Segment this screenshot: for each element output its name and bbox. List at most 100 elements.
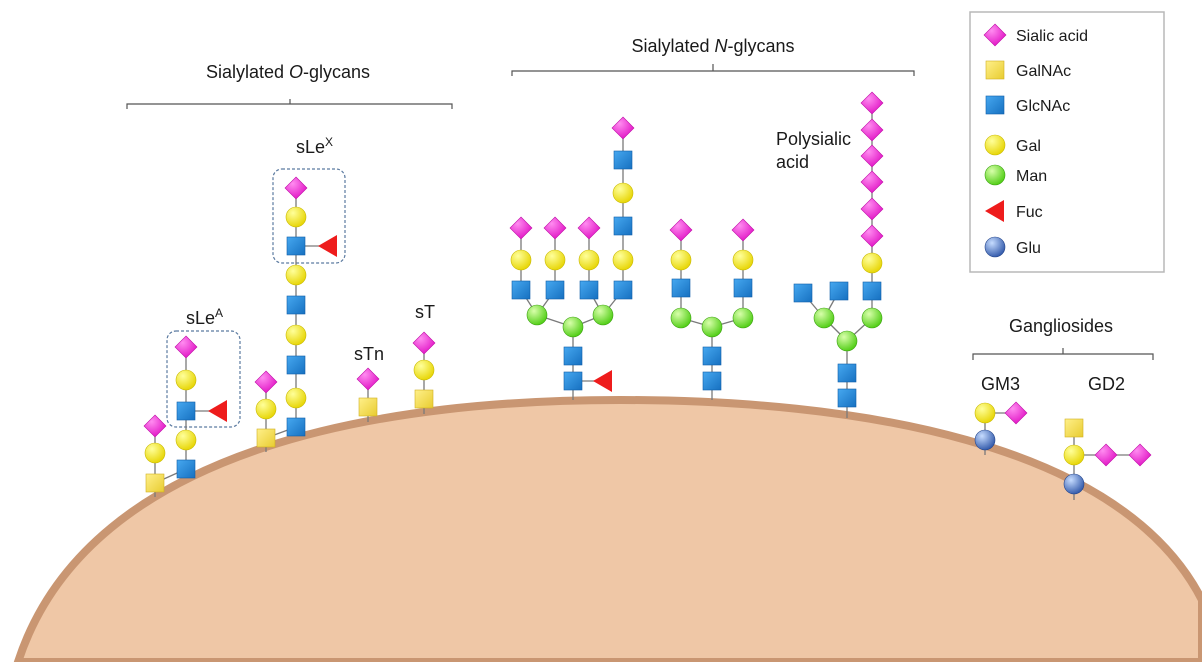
legend-label: Glu (1016, 240, 1041, 257)
gal-icon (286, 207, 306, 227)
gal-icon (176, 430, 196, 450)
sialic-acid-icon (255, 371, 277, 393)
glcnac-icon (986, 96, 1004, 114)
glcnac-icon (830, 282, 848, 300)
legend-label: Man (1016, 168, 1047, 185)
gal-icon (511, 250, 531, 270)
sialic-acid-icon (670, 219, 692, 241)
man-icon (733, 308, 753, 328)
gal-icon (545, 250, 565, 270)
legend-label: Gal (1016, 138, 1041, 155)
glcnac-icon (734, 279, 752, 297)
gal-icon (286, 388, 306, 408)
gal-icon (145, 443, 165, 463)
man-icon (985, 165, 1005, 185)
legend-label: Sialic acid (1016, 28, 1088, 45)
gal-icon (286, 325, 306, 345)
o-glycans-bracket (127, 99, 452, 109)
gal-icon (862, 253, 882, 273)
gal-icon (613, 183, 633, 203)
glcnac-icon (177, 402, 195, 420)
gal-icon (985, 135, 1005, 155)
gm3-label: GM3 (981, 374, 1020, 394)
gal-icon (975, 403, 995, 423)
fuc-icon (318, 235, 337, 257)
sle-a-label: sLeA (186, 306, 223, 328)
sle-x-label: sLeX (296, 135, 333, 157)
sialic-acid-icon (544, 217, 566, 239)
gal-icon (1064, 445, 1084, 465)
galnac-icon (1065, 419, 1083, 437)
legend-item-glcnac: GlcNAc (986, 96, 1070, 115)
sialic-acid-icon (861, 92, 883, 114)
sialic-acid-icon (861, 198, 883, 220)
glcnac-icon (287, 237, 305, 255)
legend-label: GalNAc (1016, 63, 1071, 80)
man-icon (702, 317, 722, 337)
man-icon (671, 308, 691, 328)
sialic-acid-icon (861, 171, 883, 193)
sialic-acid-icon (861, 119, 883, 141)
galnac-icon (257, 429, 275, 447)
glcnac-icon (863, 282, 881, 300)
glcnac-icon (614, 217, 632, 235)
legend-item-galnac: GalNAc (986, 61, 1071, 80)
gangliosides-title: Gangliosides (1009, 316, 1113, 336)
stn-label: sTn (354, 344, 384, 364)
sialic-acid-icon (732, 219, 754, 241)
gangliosides-bracket (973, 348, 1153, 360)
glcnac-icon (564, 372, 582, 390)
gal-icon (579, 250, 599, 270)
sialic-acid-icon (612, 117, 634, 139)
sialic-acid-icon (578, 217, 600, 239)
n-glycans-title: Sialylated N-glycans (631, 36, 794, 56)
polysialic-acid-label-line2: acid (776, 152, 809, 172)
sialic-acid-icon (861, 145, 883, 167)
man-icon (527, 305, 547, 325)
glcnac-icon (838, 364, 856, 382)
gal-icon (414, 360, 434, 380)
galnac-icon (146, 474, 164, 492)
sialic-acid-icon (510, 217, 532, 239)
glcnac-icon (703, 347, 721, 365)
o-glycans-title: Sialylated O-glycans (206, 62, 370, 82)
sialic-acid-icon (861, 225, 883, 247)
glcnac-icon (287, 418, 305, 436)
glcnac-icon (287, 356, 305, 374)
fuc-icon (208, 400, 227, 422)
gal-icon (671, 250, 691, 270)
glcnac-icon (703, 372, 721, 390)
legend-item-man: Man (985, 165, 1047, 185)
man-icon (837, 331, 857, 351)
man-icon (563, 317, 583, 337)
galnac-icon (415, 390, 433, 408)
glcnac-icon (512, 281, 530, 299)
glu-icon (975, 430, 995, 450)
glcnac-icon (546, 281, 564, 299)
glcnac-icon (614, 151, 632, 169)
gal-icon (733, 250, 753, 270)
gal-icon (286, 265, 306, 285)
glcnac-icon (614, 281, 632, 299)
polysialic-acid-label-line1: Polysialic (776, 129, 851, 149)
st-label: sT (415, 302, 435, 322)
gal-icon (613, 250, 633, 270)
sialic-acid-icon (175, 336, 197, 358)
man-icon (593, 305, 613, 325)
n-glycans-bracket (512, 64, 914, 76)
glcnac-icon (177, 460, 195, 478)
legend-label: GlcNAc (1016, 98, 1070, 115)
sialic-acid-icon (1005, 402, 1027, 424)
sialic-acid-icon (357, 368, 379, 390)
gd2-label: GD2 (1088, 374, 1125, 394)
glcnac-icon (564, 347, 582, 365)
fuc-icon (593, 370, 612, 392)
man-icon (814, 308, 834, 328)
glcnac-icon (672, 279, 690, 297)
glcnac-icon (838, 389, 856, 407)
sialic-acid-icon (1129, 444, 1151, 466)
glcnac-icon (794, 284, 812, 302)
sialic-acid-icon (285, 177, 307, 199)
sialic-acid-icon (413, 332, 435, 354)
